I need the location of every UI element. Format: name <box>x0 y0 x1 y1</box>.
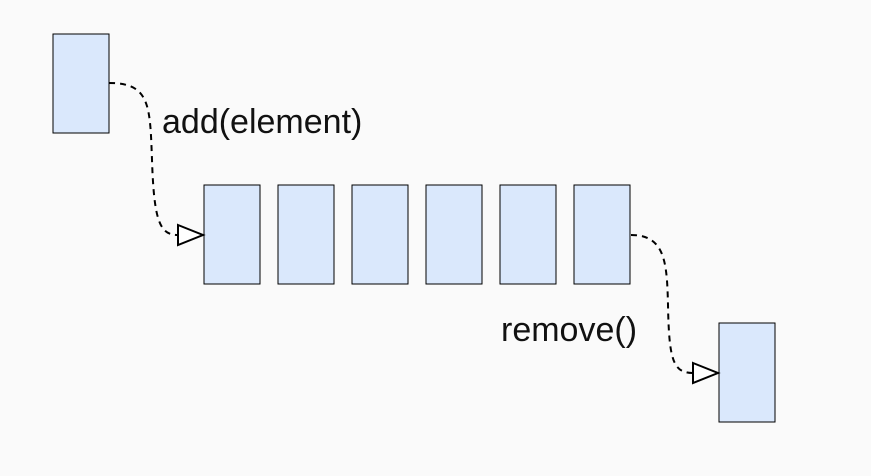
remove-connector <box>630 234 694 374</box>
add-label: add(element) <box>162 103 362 141</box>
queue-element-5 <box>499 184 557 285</box>
incoming-element-box <box>52 33 110 134</box>
queue-element-1 <box>203 184 261 285</box>
queue <box>203 184 631 285</box>
add-connector <box>108 82 179 236</box>
queue-element-2 <box>277 184 335 285</box>
remove-arrowhead-icon <box>692 361 721 385</box>
remove-label: remove() <box>501 311 637 349</box>
queue-element-4 <box>425 184 483 285</box>
queue-element-3 <box>351 184 409 285</box>
outgoing-element-box <box>718 322 776 423</box>
add-arrowhead-icon <box>177 223 206 247</box>
queue-element-6 <box>573 184 631 285</box>
